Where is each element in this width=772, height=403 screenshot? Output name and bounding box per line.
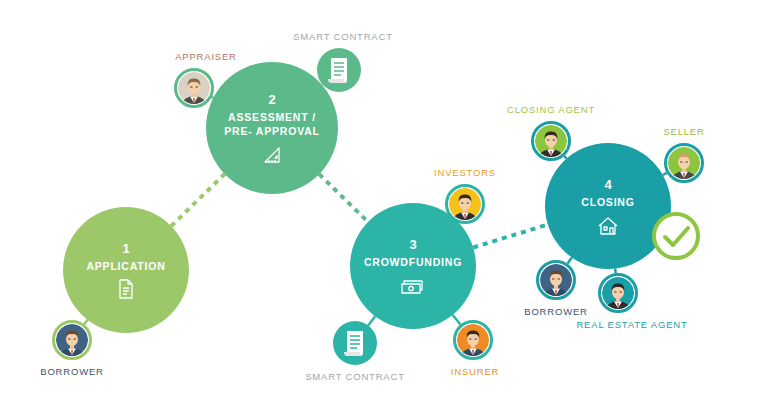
role-link xyxy=(84,320,87,324)
step-label: APPLICATION xyxy=(86,259,165,273)
step-label: CLOSING xyxy=(581,195,634,209)
role-avatar: CLOSING AGENT xyxy=(531,121,571,161)
step-icon xyxy=(599,218,617,234)
flow-dashed-link xyxy=(473,225,548,248)
avatar-ring xyxy=(666,145,703,182)
person-figure xyxy=(602,277,634,313)
step-number: 4 xyxy=(604,177,611,193)
step-content: 4CLOSING xyxy=(560,177,656,235)
node-outline xyxy=(52,320,92,360)
person-figure xyxy=(56,324,88,360)
role-label: SMART CONTRACT xyxy=(305,371,405,382)
role-link xyxy=(663,173,667,175)
step-icon xyxy=(401,275,425,295)
role-avatar: APPRAISER xyxy=(174,68,214,108)
contract-disc xyxy=(333,321,377,365)
role-link xyxy=(567,258,571,264)
step-disc xyxy=(63,207,189,333)
step-icon xyxy=(596,215,620,235)
check-ring xyxy=(654,214,698,258)
node-outline xyxy=(664,143,704,183)
role-link xyxy=(453,315,461,325)
role-avatar: REAL ESTATE AGENT xyxy=(598,273,638,313)
step-content: 2ASSESSMENT / PRE- APPROVAL xyxy=(224,92,320,164)
node-outline xyxy=(317,48,361,92)
node-outline xyxy=(536,260,576,300)
step-icon xyxy=(265,148,279,162)
person-figure xyxy=(457,324,489,360)
step-icon xyxy=(114,279,138,299)
contract-disc xyxy=(317,48,361,92)
step-content: 3CROWDFUNDING xyxy=(365,237,461,295)
role-avatar: BORROWER xyxy=(52,320,92,360)
step-label: CROWDFUNDING xyxy=(364,255,462,269)
node-outline xyxy=(598,273,638,313)
role-avatar: BORROWER xyxy=(536,260,576,300)
node-outline xyxy=(445,184,485,224)
step-circle: 1APPLICATION xyxy=(63,207,189,333)
step-icon xyxy=(260,144,284,164)
role-label: APPRAISER xyxy=(175,51,237,62)
role-label: REAL ESTATE AGENT xyxy=(576,319,687,330)
step-number: 2 xyxy=(268,92,275,108)
flow-dashed-link xyxy=(171,174,225,226)
role-link xyxy=(564,156,566,159)
node-outline xyxy=(333,321,377,365)
avatar-ring xyxy=(455,322,492,359)
person-figure xyxy=(668,147,700,183)
step-icon xyxy=(402,281,422,293)
node-outline xyxy=(174,68,214,108)
avatar-ring xyxy=(600,275,637,312)
node-outline xyxy=(453,320,493,360)
role-avatar: SELLER xyxy=(664,143,704,183)
avatar-ring xyxy=(447,186,484,223)
role-label: INSURER xyxy=(451,366,499,377)
step-number: 3 xyxy=(409,237,416,253)
step-circle: 2ASSESSMENT / PRE- APPROVAL xyxy=(206,62,338,194)
scroll-icon xyxy=(344,331,363,356)
step-icon xyxy=(120,280,132,298)
role-link xyxy=(614,269,617,274)
role-label: BORROWER xyxy=(40,366,103,377)
step-label: ASSESSMENT / PRE- APPROVAL xyxy=(224,110,320,138)
contract-circle: SMART CONTRACT xyxy=(333,321,377,365)
role-label: SELLER xyxy=(663,126,704,137)
role-label: CLOSING AGENT xyxy=(507,104,595,115)
avatar-ring xyxy=(538,262,575,299)
check-badge xyxy=(654,214,698,258)
check-mark xyxy=(665,228,688,245)
contract-circle: SMART CONTRACT xyxy=(317,48,361,92)
person-figure xyxy=(535,125,567,161)
node-outline xyxy=(531,121,571,161)
role-avatar: INVESTORS xyxy=(445,184,485,224)
avatar-ring xyxy=(176,70,213,107)
role-link xyxy=(368,316,375,325)
flow-dashed-link xyxy=(319,174,368,222)
avatar-ring xyxy=(533,123,570,160)
person-figure xyxy=(178,72,210,108)
role-label: SMART CONTRACT xyxy=(293,31,393,42)
step-number: 1 xyxy=(122,241,129,257)
role-avatar: INSURER xyxy=(453,320,493,360)
step-content: 1APPLICATION xyxy=(78,241,174,299)
step-disc xyxy=(545,143,671,269)
step-circle: 4CLOSING xyxy=(545,143,671,269)
step-disc xyxy=(206,62,338,194)
scroll-icon xyxy=(328,58,347,83)
person-figure xyxy=(540,264,572,300)
role-label: BORROWER xyxy=(524,306,587,317)
avatar-ring xyxy=(54,322,91,359)
person-figure xyxy=(449,188,481,224)
role-label: INVESTORS xyxy=(434,167,496,178)
